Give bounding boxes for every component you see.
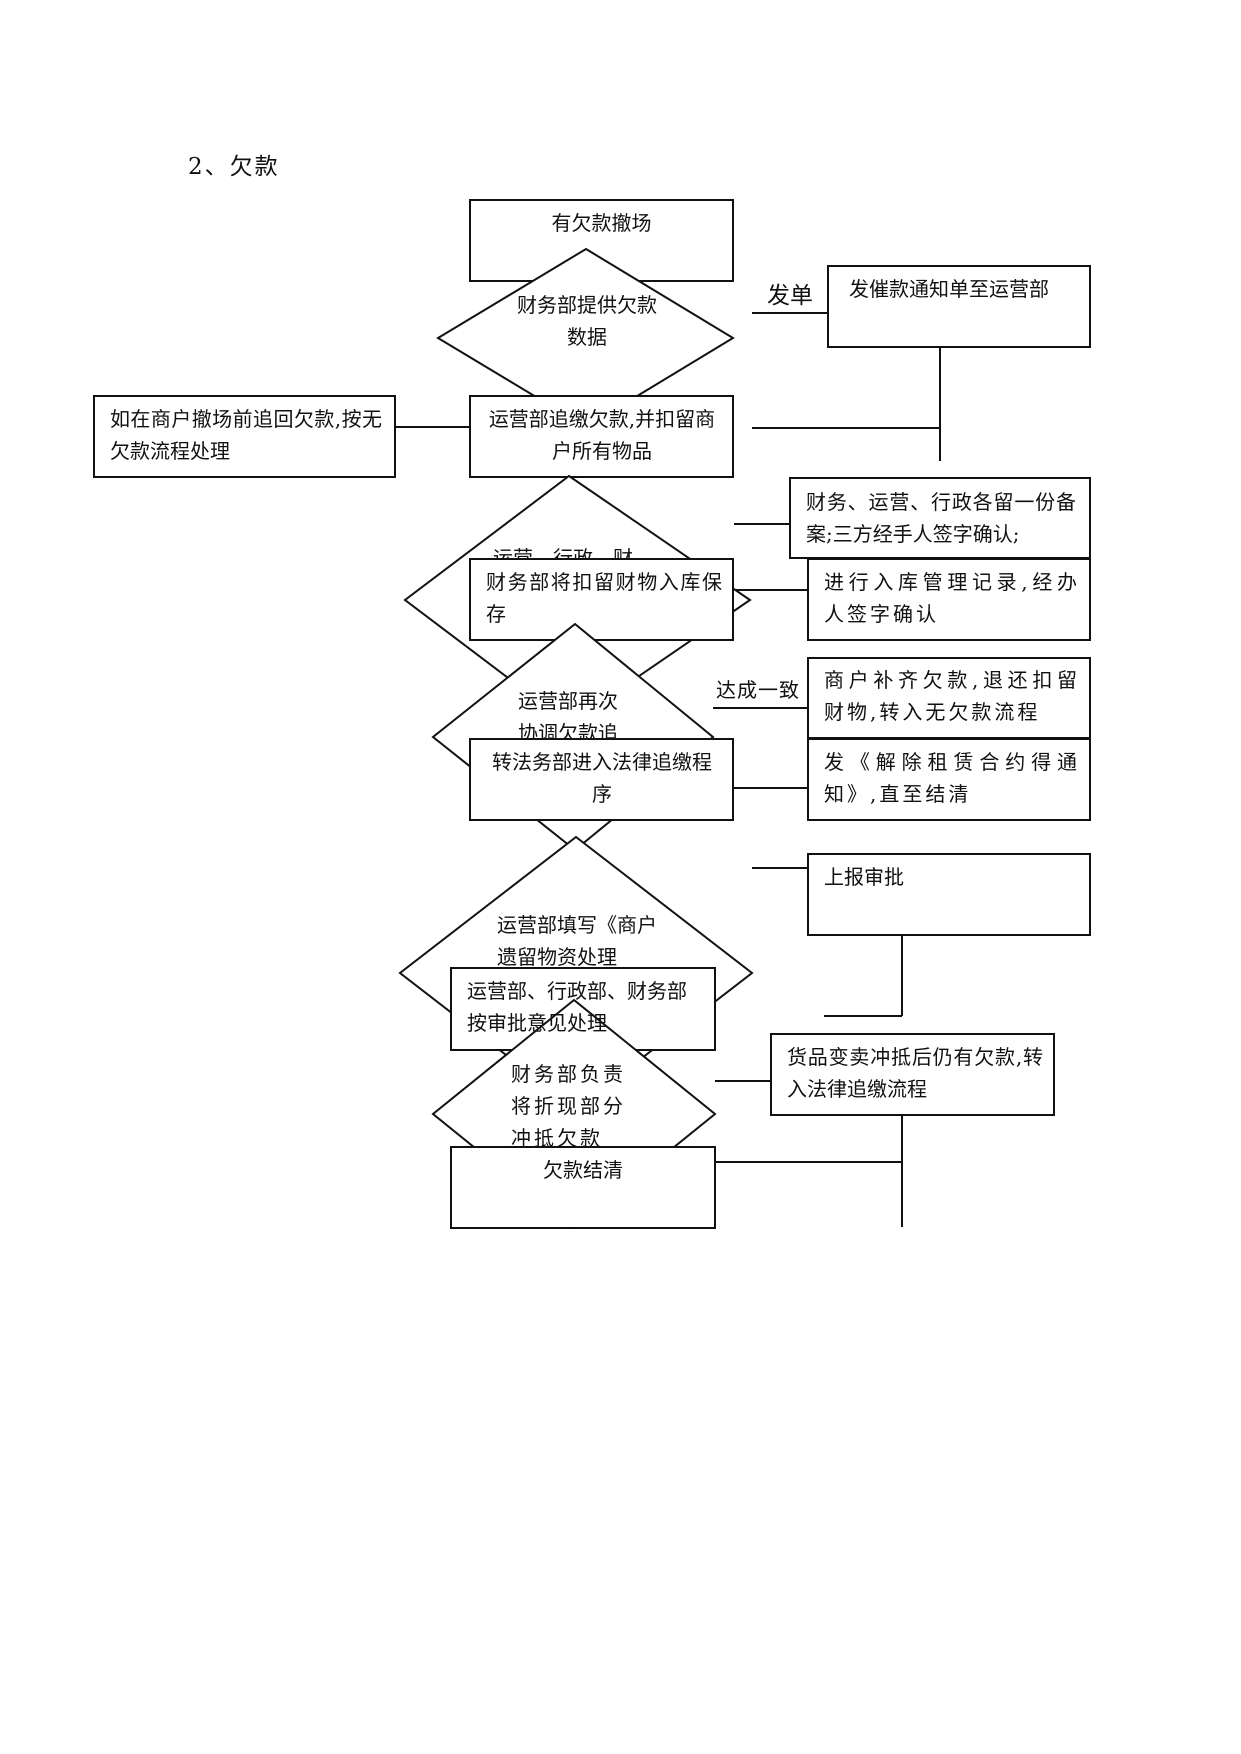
ops-collect-box (469, 395, 734, 478)
storage-text: 财务部将扣留财物入库保存 (486, 570, 722, 626)
fill-form-text: 运营部填写《商户遗留物资处理 (497, 913, 657, 969)
termination-box (807, 738, 1091, 821)
handle-approval-text: 运营部、行政部、财务部按审批意见处理 (467, 979, 687, 1035)
three-copies-text: 财务、运营、行政各留一份备案;三方经手人签字确认; (806, 490, 1076, 546)
ops-collect-text: 运营部追缴欠款,并扣留商户所有物品 (488, 407, 716, 463)
recover-early-text: 如在商户撤场前追回欠款,按无欠款流程处理 (110, 407, 382, 463)
storage-record-box (807, 558, 1091, 641)
connector-lines (395, 312, 941, 1227)
finance-data-text: 财务部提供欠款数据 (517, 293, 657, 349)
agreement-label: 达成一致 (716, 678, 800, 702)
storage-box (469, 558, 734, 641)
legal-text: 转法务部进入法律追缴程序 (492, 750, 712, 806)
remaining-debt-text: 货品变卖冲抵后仍有欠款,转入法律追缴流程 (787, 1045, 1043, 1101)
recover-early-box (93, 395, 396, 478)
legal-box (469, 738, 734, 821)
remaining-debt-box (770, 1033, 1055, 1116)
finance-offset-text: 财务部负责将折现部分冲抵欠款 (511, 1062, 626, 1146)
notice-text: 发催款通知单至运营部 (849, 277, 1049, 301)
send-notice-label: 发单 (767, 283, 813, 309)
termination-text: 发《解除租赁合约得通知》,直至结清 (824, 750, 1080, 806)
report-box (807, 853, 1091, 936)
end-box (450, 1146, 716, 1229)
three-copies-box (789, 477, 1091, 559)
settle-return-box (807, 657, 1091, 739)
start-text: 有欠款撤场 (551, 211, 652, 235)
renegotiate-text: 运营部再次协调欠款追 (518, 689, 618, 738)
storage-record-text: 进行入库管理记录,经办人签字确认 (824, 570, 1080, 626)
notice-box (827, 265, 1091, 348)
end-text: 欠款结清 (543, 1158, 623, 1182)
settle-return-text: 商户补齐欠款,退还扣留财物,转入无欠款流程 (824, 668, 1080, 724)
report-text: 上报审批 (824, 865, 904, 889)
joint-diamond-text: 运营、行政、财 (493, 546, 633, 559)
section-heading: 2、欠款 (188, 154, 280, 180)
